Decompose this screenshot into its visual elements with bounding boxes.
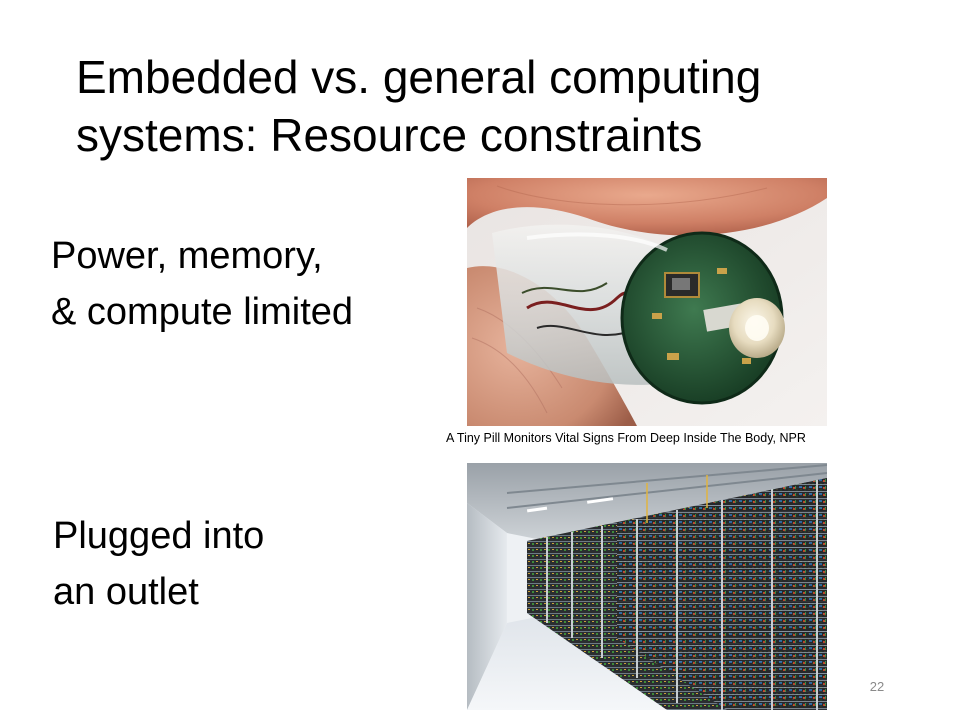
- slide-title: Embedded vs. general computing systems: …: [76, 48, 916, 164]
- plugged-in-line-2: an outlet: [53, 571, 199, 613]
- plugged-in-line-1: Plugged into: [53, 515, 265, 557]
- power-limited-line-1: Power, memory,: [51, 235, 323, 277]
- power-limited-text: Power, memory, & compute limited: [51, 228, 353, 340]
- pill-sensor-image: [467, 178, 827, 426]
- title-line-2: systems: Resource constraints: [76, 109, 703, 161]
- server-room-image: [467, 463, 827, 710]
- plugged-in-text: Plugged into an outlet: [53, 508, 264, 620]
- title-line-1: Embedded vs. general computing: [76, 51, 762, 103]
- power-limited-line-2: & compute limited: [51, 291, 354, 333]
- pill-image-caption: A Tiny Pill Monitors Vital Signs From De…: [446, 431, 806, 445]
- slide-number: 22: [869, 679, 885, 694]
